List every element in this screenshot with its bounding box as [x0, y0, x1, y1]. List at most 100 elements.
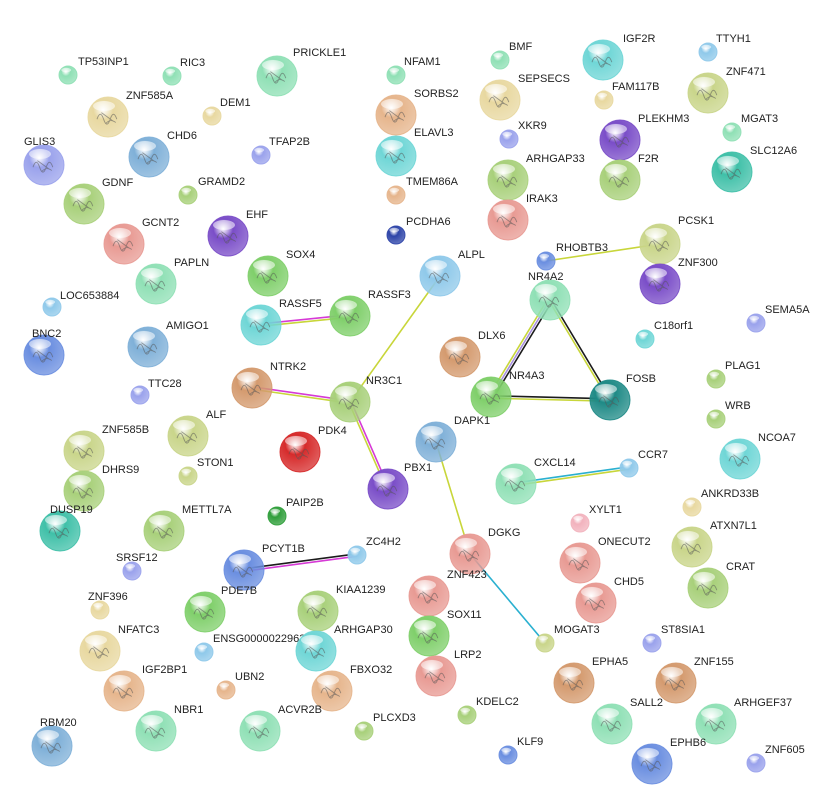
node-f2r[interactable]: F2R	[599, 153, 659, 201]
node-rassf3[interactable]: RASSF3	[329, 289, 411, 337]
node-cxcl14[interactable]: CXCL14	[495, 457, 576, 505]
node-elavl3[interactable]: ELAVL3	[375, 127, 454, 177]
node-ttc28[interactable]: TTC28	[130, 378, 182, 405]
node-znf423[interactable]: ZNF423	[408, 569, 487, 617]
node-plag1[interactable]: PLAG1	[706, 360, 760, 389]
node-atxn7l1[interactable]: ATXN7L1	[671, 520, 757, 568]
node-dusp19[interactable]: DUSP19	[39, 504, 93, 552]
node-sorbs2[interactable]: SORBS2	[375, 88, 459, 136]
node-ankrd33b[interactable]: ANKRD33B	[682, 488, 759, 517]
node-fosb[interactable]: FOSB	[589, 373, 656, 421]
node-pcyt1b[interactable]: PCYT1B	[223, 543, 305, 591]
node-kdelc2[interactable]: KDELC2	[457, 696, 519, 725]
node-mettl7a[interactable]: METTL7A	[143, 504, 232, 552]
node-rhobtb3[interactable]: RHOBTB3	[536, 242, 608, 271]
node-ubn2[interactable]: UBN2	[216, 671, 264, 700]
node-wrb[interactable]: WRB	[706, 400, 751, 429]
node-gcnt2[interactable]: GCNT2	[103, 217, 179, 265]
node-arhgap30[interactable]: ARHGAP30	[295, 624, 393, 672]
node-igf2bp1[interactable]: IGF2BP1	[103, 664, 187, 712]
node-alpl[interactable]: ALPL	[419, 249, 485, 297]
node-ccr7[interactable]: CCR7	[619, 449, 668, 478]
node-amigo1[interactable]: AMIGO1	[127, 320, 209, 368]
node-klf9[interactable]: KLF9	[498, 736, 543, 765]
node-pcsk1[interactable]: PCSK1	[639, 215, 714, 265]
node-znf471[interactable]: ZNF471	[687, 66, 766, 114]
node-plcxd3[interactable]: PLCXD3	[354, 712, 416, 741]
node-ensg00000229631[interactable]: ENSG00000229631	[194, 633, 311, 662]
node-sepsecs[interactable]: SEPSECS	[479, 73, 570, 121]
node-chd6[interactable]: CHD6	[128, 130, 197, 178]
node-znf605[interactable]: ZNF605	[746, 744, 805, 773]
node-nbr1[interactable]: NBR1	[135, 704, 203, 752]
node-znf585b[interactable]: ZNF585B	[63, 424, 149, 472]
node-dem1[interactable]: DEM1	[202, 97, 251, 126]
node-nfam1[interactable]: NFAM1	[386, 56, 441, 85]
node-slc12a6[interactable]: SLC12A6	[711, 145, 797, 193]
node-ston1[interactable]: STON1	[178, 457, 233, 486]
node-tp53inp1[interactable]: TP53INP1	[58, 56, 129, 85]
node-igf2r[interactable]: IGF2R	[582, 33, 655, 81]
node-bmf[interactable]: BMF	[490, 41, 533, 70]
node-tmem86a[interactable]: TMEM86A	[386, 176, 459, 205]
node-srsf12[interactable]: SRSF12	[116, 552, 158, 581]
node-kiaa1239[interactable]: KIAA1239	[297, 584, 386, 632]
node-nr4a3[interactable]: NR4A3	[470, 370, 544, 418]
node-znf300[interactable]: ZNF300	[639, 257, 718, 305]
node-nr4a2[interactable]: NR4A2	[528, 271, 571, 321]
node-nr3c1[interactable]: NR3C1	[329, 375, 402, 423]
node-prickle1[interactable]: PRICKLE1	[256, 47, 346, 97]
node-fbxo32[interactable]: FBXO32	[311, 664, 392, 712]
node-pcdha6[interactable]: PCDHA6	[386, 216, 451, 245]
node-pdk4[interactable]: PDK4	[279, 425, 347, 473]
node-gramd2[interactable]: GRAMD2	[178, 176, 245, 205]
node-loc653884[interactable]: LOC653884	[42, 290, 119, 317]
node-rassf5[interactable]: RASSF5	[240, 298, 322, 346]
node-arhgef37[interactable]: ARHGEF37	[695, 697, 792, 745]
node-glis3[interactable]: GLIS3	[23, 136, 65, 186]
node-bnc2[interactable]: BNC2	[23, 328, 65, 376]
node-crat[interactable]: CRAT	[687, 561, 755, 609]
node-xkr9[interactable]: XKR9	[499, 120, 547, 149]
node-zc4h2[interactable]: ZC4H2	[347, 536, 401, 565]
node-ncoa7[interactable]: NCOA7	[719, 432, 796, 480]
node-c18orf1[interactable]: C18orf1	[635, 320, 693, 349]
node-sema5a[interactable]: SEMA5A	[746, 304, 810, 333]
node-rbm20[interactable]: RBM20	[31, 717, 77, 767]
node-xylt1[interactable]: XYLT1	[570, 504, 622, 533]
node-ric3[interactable]: RIC3	[162, 57, 205, 86]
node-ephb6[interactable]: EPHB6	[631, 737, 706, 785]
node-gdnf[interactable]: GDNF	[63, 177, 133, 225]
node-tfap2b[interactable]: TFAP2B	[251, 136, 310, 165]
node-ehf[interactable]: EHF	[207, 209, 268, 257]
node-papln[interactable]: PAPLN	[135, 257, 209, 305]
node-paip2b[interactable]: PAIP2B	[267, 497, 324, 526]
node-chd5[interactable]: CHD5	[575, 576, 644, 624]
node-pbx1[interactable]: PBX1	[367, 462, 432, 510]
edge-NR3C1-ALPL[interactable]	[349, 275, 441, 403]
node-znf155[interactable]: ZNF155	[655, 656, 734, 704]
node-pde7b[interactable]: PDE7B	[184, 585, 257, 633]
node-dlx6[interactable]: DLX6	[439, 330, 506, 378]
node-st8sia1[interactable]: ST8SIA1	[642, 624, 705, 653]
node-lrp2[interactable]: LRP2	[415, 649, 482, 697]
node-fam117b[interactable]: FAM117B	[594, 81, 660, 110]
node-nfatc3[interactable]: NFATC3	[79, 624, 159, 672]
node-epha5[interactable]: EPHA5	[553, 656, 628, 704]
node-onecut2[interactable]: ONECUT2	[559, 536, 651, 584]
node-irak3[interactable]: IRAK3	[487, 193, 558, 241]
node-ntrk2[interactable]: NTRK2	[231, 361, 306, 409]
node-znf396[interactable]: ZNF396	[88, 591, 128, 620]
node-plekhm3[interactable]: PLEKHM3	[599, 113, 689, 161]
node-alf[interactable]: ALF	[167, 409, 226, 457]
node-mgat3[interactable]: MGAT3	[722, 113, 778, 142]
node-znf585a[interactable]: ZNF585A	[87, 90, 174, 138]
node-dapk1[interactable]: DAPK1	[415, 415, 490, 463]
node-dhrs9[interactable]: DHRS9	[63, 464, 139, 512]
node-dgkg[interactable]: DGKG	[449, 527, 520, 575]
node-sall2[interactable]: SALL2	[591, 697, 663, 745]
node-acvr2b[interactable]: ACVR2B	[239, 704, 322, 752]
node-sox11[interactable]: SOX11	[408, 609, 482, 657]
node-mogat3[interactable]: MOGAT3	[535, 624, 600, 653]
node-ttyh1[interactable]: TTYH1	[698, 33, 751, 62]
